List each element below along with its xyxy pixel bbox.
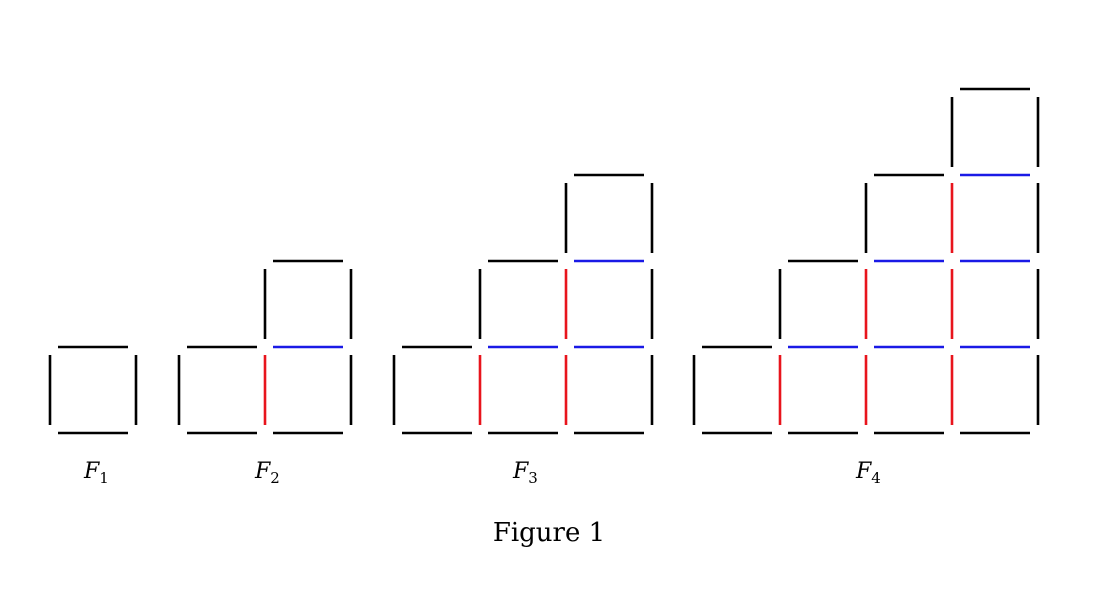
figure-label-f1: F1 — [83, 459, 109, 487]
figure-label-f4: F4 — [855, 459, 881, 487]
figure-label-f3: F3 — [512, 459, 538, 487]
figure-label-f2: F2 — [254, 459, 280, 487]
matchstick-layer — [48, 87, 1040, 435]
figure-caption: Figure 1 — [493, 518, 605, 548]
